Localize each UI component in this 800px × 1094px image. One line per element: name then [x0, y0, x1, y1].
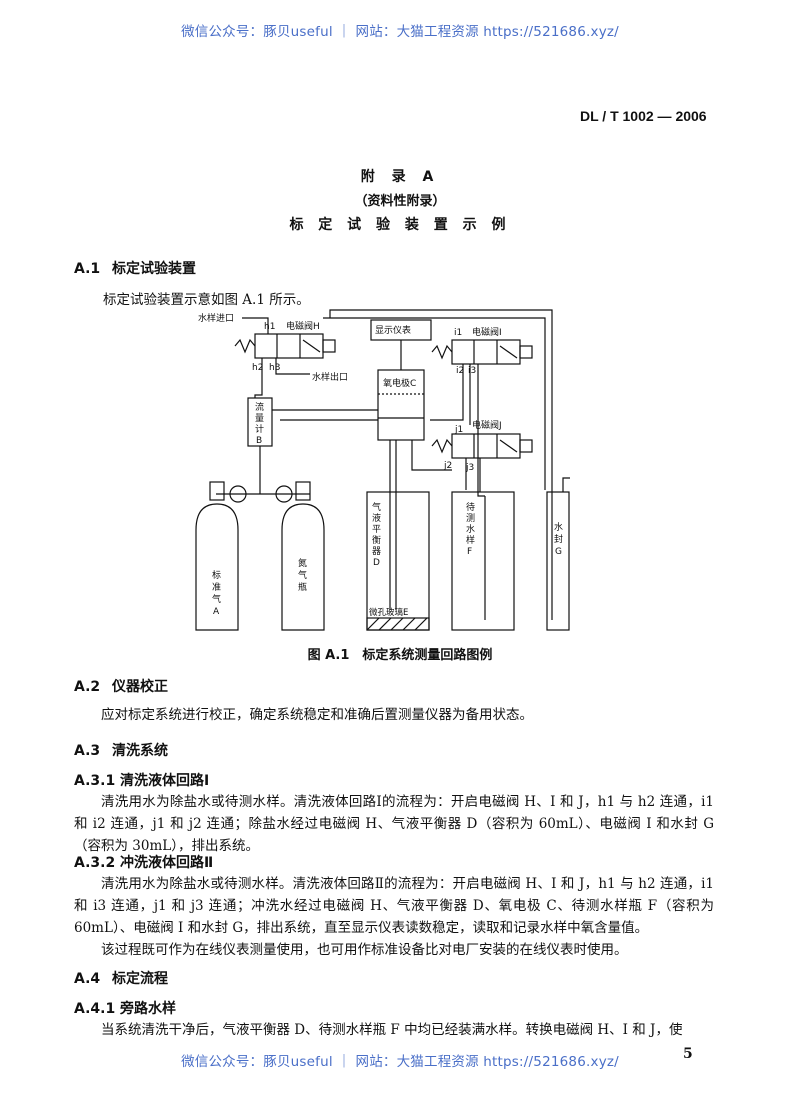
- label-h3: h3: [269, 363, 280, 373]
- label-gas-a-2: 准: [212, 582, 221, 593]
- a2-text: 应对标定系统进行校正，确定系统稳定和准确后置测量仪器为备用状态。: [101, 707, 533, 723]
- section-a2: A.2 仪器校正: [74, 676, 168, 696]
- figure-caption: 图 A.1 标定系统测量回路图例: [307, 648, 493, 663]
- valve-i-body: [451, 339, 521, 365]
- label-g-1: 水: [554, 521, 563, 533]
- label-d-6: D: [373, 558, 380, 568]
- label-valve-i: 电磁阀I: [472, 326, 502, 338]
- label-nitrogen-1: 氮: [298, 557, 307, 569]
- section-number: A.1: [74, 261, 101, 277]
- label-g-3: G: [555, 547, 562, 557]
- valve-h-body: [254, 333, 324, 359]
- label-d-4: 衡: [372, 534, 381, 546]
- label-gas-a-1: 标: [212, 569, 221, 581]
- label-flowmeter-4: B: [256, 436, 262, 446]
- section-title: 清洗系统: [112, 743, 168, 759]
- section-number: A.3.1: [74, 773, 116, 789]
- sample-bottle: [451, 491, 515, 631]
- label-g-2: 封: [554, 533, 563, 545]
- label-j2: j2: [443, 461, 452, 471]
- section-number: A.4.1: [74, 1001, 116, 1017]
- label-i1: i1: [454, 328, 462, 338]
- label-j1: j1: [454, 425, 463, 435]
- label-flowmeter-3: 计: [255, 423, 264, 435]
- a41-text: 当系统清洗干净后，气液平衡器 D、待测水样瓶 F 中均已经装满水样。转换电磁阀 …: [101, 1022, 683, 1038]
- section-title: 清洗液体回路Ⅰ: [120, 773, 210, 789]
- section-title: 旁路水样: [120, 1001, 176, 1017]
- standard-gas-cylinder: [195, 503, 239, 631]
- section-title: 仪器校正: [112, 679, 168, 695]
- label-f-2: 测: [466, 513, 475, 524]
- label-display: 显示仪表: [375, 324, 411, 336]
- a32-text2: 该过程既可作为在线仪表测量使用，也可用作标准设备比对电厂安装的在线仪表时使用。: [101, 942, 628, 958]
- water-seal: [546, 491, 570, 631]
- label-d-2: 液: [372, 512, 381, 524]
- calibration-diagram: 水样进口 h1 电磁阀H h2 h3 水样出口 显示仪表 i1 电磁阀I i2 …: [195, 309, 570, 631]
- label-nitrogen-3: 瓶: [298, 581, 307, 593]
- watermark-top: 微信公众号：豚贝useful ｜ 网站：大猫工程资源 https://52168…: [181, 24, 619, 40]
- label-h1: h1: [264, 322, 275, 332]
- label-d-5: 器: [372, 546, 381, 557]
- label-glass-e: 微孔玻璃E: [369, 607, 408, 618]
- label-gas-a-4: A: [213, 607, 220, 617]
- label-gas-a-3: 气: [212, 593, 221, 605]
- valve-j-body: [451, 433, 521, 459]
- label-nitrogen-2: 气: [298, 569, 307, 581]
- section-number: A.3: [74, 743, 101, 759]
- section-number: A.4: [74, 971, 101, 987]
- section-number: A.2: [74, 679, 101, 695]
- label-d-1: 气: [372, 501, 381, 513]
- label-j3: j3: [465, 463, 474, 473]
- oxygen-electrode: [377, 369, 425, 441]
- label-valve-j: 电磁阀J: [472, 419, 502, 431]
- appendix-subtitle: （资料性附录）: [354, 194, 446, 209]
- appendix-title: 附 录 A: [360, 169, 440, 185]
- a31-text: 清洗用水为除盐水或待测水样。清洗液体回路Ⅰ的流程为：开启电磁阀 H、I 和 J，…: [74, 794, 714, 854]
- label-i2: i2: [456, 366, 464, 376]
- nitrogen-cylinder: [281, 503, 325, 631]
- gauge-b: [275, 485, 293, 503]
- label-flowmeter-1: 流: [255, 401, 264, 413]
- watermark-bottom: 微信公众号：豚贝useful ｜ 网站：大猫工程资源 https://52168…: [181, 1054, 619, 1070]
- label-valve-h: 电磁阀H: [286, 320, 320, 332]
- section-a4: A.4 标定流程: [74, 968, 168, 988]
- label-d-3: 平: [372, 524, 381, 535]
- label-i3: i3: [468, 366, 476, 376]
- section-title: 冲洗液体回路Ⅱ: [120, 855, 214, 871]
- a32-text: 清洗用水为除盐水或待测水样。清洗液体回路Ⅱ的流程为：开启电磁阀 H、I 和 J，…: [74, 876, 714, 936]
- label-oxygen-electrode: 氧电极C: [383, 377, 416, 389]
- document-number: DL / T 1002 — 2006: [580, 108, 707, 124]
- section-title: 标定试验装置: [112, 261, 196, 277]
- label-f-1: 待: [466, 501, 475, 513]
- label-f-5: F: [467, 547, 472, 557]
- section-title: 标定流程: [112, 971, 168, 987]
- label-water-out: 水样出口: [312, 371, 348, 383]
- label-f-4: 样: [466, 534, 475, 546]
- page-number: 5: [683, 1046, 693, 1062]
- label-flowmeter-2: 量: [255, 413, 264, 424]
- appendix-heading: 标 定 试 验 装 置 示 例: [289, 217, 511, 233]
- section-a3: A.3 清洗系统: [74, 740, 168, 760]
- label-f-3: 水: [466, 523, 475, 535]
- figure-intro: 标定试验装置示意如图 A.1 所示。: [103, 292, 310, 308]
- gauge-a: [229, 485, 247, 503]
- section-number: A.3.2: [74, 855, 116, 871]
- label-water-in: 水样进口: [198, 312, 234, 324]
- section-a1: A.1 标定试验装置: [74, 258, 196, 278]
- label-h2: h2: [252, 363, 263, 373]
